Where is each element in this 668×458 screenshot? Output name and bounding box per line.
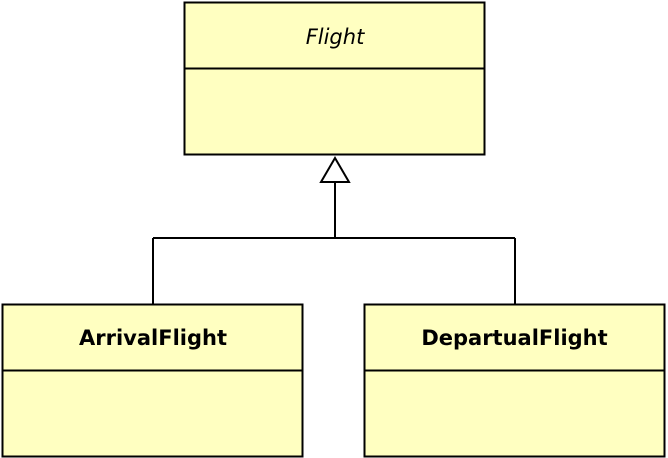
generalization-connectors <box>152 182 516 304</box>
class-departual-flight-name: DepartualFlight <box>421 326 607 350</box>
class-flight[interactable]: Flight <box>183 1 486 156</box>
class-flight-box <box>183 1 486 156</box>
class-flight-name: Flight <box>306 25 365 49</box>
class-arrival-flight-name: ArrivalFlight <box>79 326 227 350</box>
generalization-arrowhead <box>319 156 351 183</box>
class-departual-flight-box <box>363 303 666 458</box>
class-arrival-flight-box <box>1 303 304 458</box>
class-arrival-flight[interactable]: ArrivalFlight <box>1 303 304 458</box>
class-departual-flight[interactable]: DepartualFlight <box>363 303 666 458</box>
